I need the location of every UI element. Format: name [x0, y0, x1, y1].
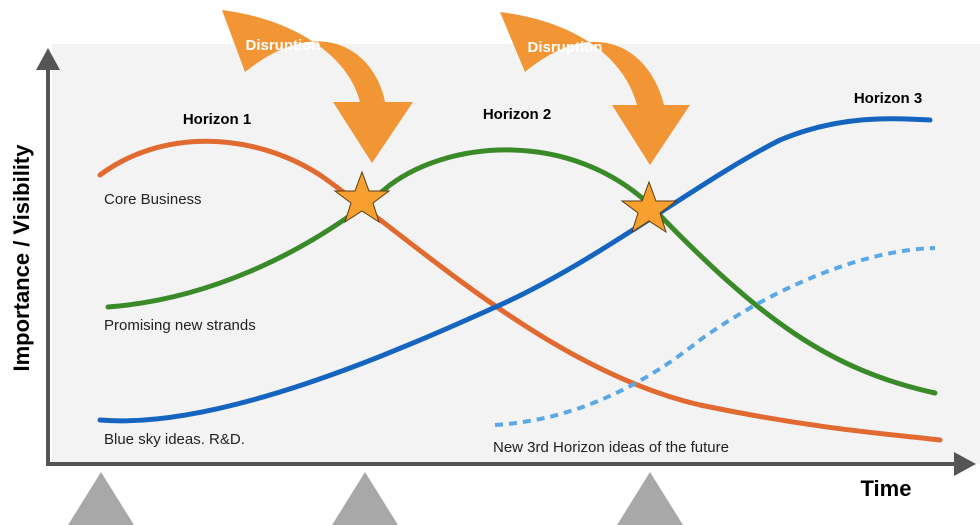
- disruption-arrow-1-shape: [222, 10, 413, 163]
- disruption-label-1: Disruption: [246, 37, 321, 54]
- horizon1-label: Horizon 1: [183, 111, 251, 128]
- horizon3-curve: [97, 116, 933, 424]
- plot-panel: [52, 44, 980, 464]
- x-axis-arrow-icon: [954, 452, 976, 476]
- y-axis-title: Importance / Visibility: [9, 144, 34, 372]
- future-ideas-label: New 3rd Horizon ideas of the future: [493, 439, 729, 456]
- star-icon: [620, 180, 678, 234]
- blue-sky-label: Blue sky ideas. R&D.: [104, 431, 245, 448]
- star-icon: [333, 170, 391, 224]
- horizon3-label: Horizon 3: [854, 90, 922, 107]
- disruption-label-2: Disruption: [528, 39, 603, 56]
- horizon2-label: Horizon 2: [483, 106, 551, 123]
- timeline-marker-icon: [68, 472, 134, 525]
- x-axis-title: Time: [861, 476, 912, 501]
- future-ideas-curve: [494, 246, 936, 427]
- horizon2-curve: [105, 147, 938, 396]
- x-axis: [46, 452, 976, 476]
- disruption-arrow-2: Disruption: [500, 12, 690, 165]
- timeline-marker-icon: [617, 472, 683, 525]
- disruption-arrow-2-shape: [500, 12, 690, 165]
- timeline-marker-icon: [332, 472, 398, 525]
- core-business-label: Core Business: [104, 191, 202, 208]
- disruption-arrow-1: Disruption: [222, 10, 413, 163]
- horizon1-curve: [97, 138, 943, 443]
- promising-strands-label: Promising new strands: [104, 317, 256, 334]
- y-axis: [36, 48, 60, 464]
- y-axis-arrow-icon: [36, 48, 60, 70]
